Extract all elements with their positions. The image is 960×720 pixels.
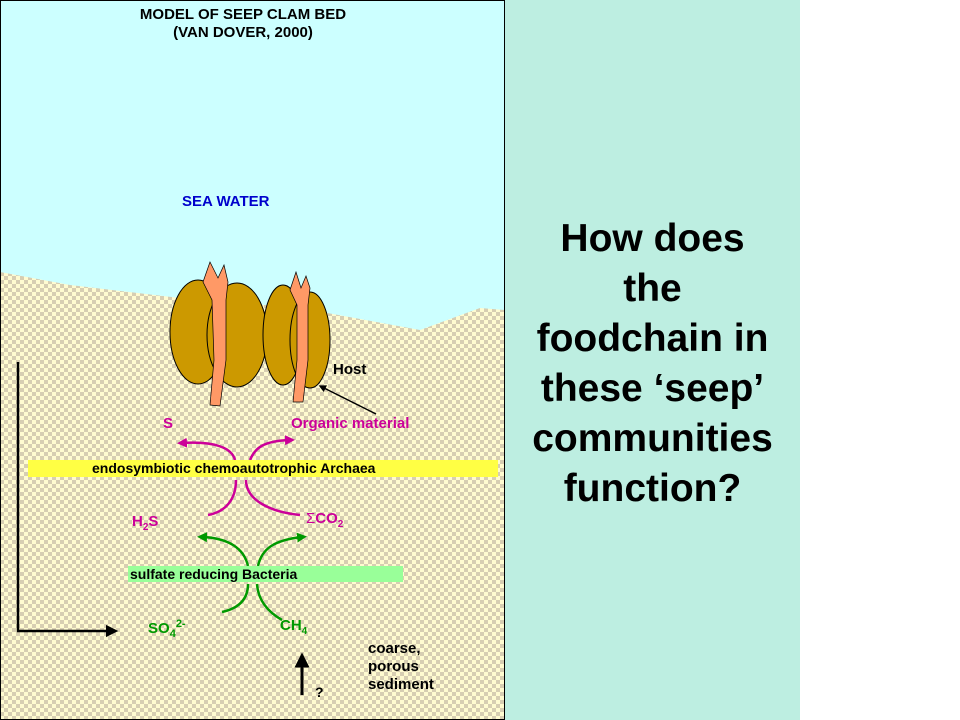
question-panel xyxy=(505,0,800,720)
arrow-to-organic xyxy=(248,435,295,461)
bacteria-band xyxy=(128,566,403,582)
h2s-label: H2S xyxy=(132,513,158,533)
arrow-co2-in xyxy=(244,479,301,517)
arrow-to-h2s xyxy=(197,532,250,567)
question-line: communities xyxy=(532,417,773,460)
sediment-label-line2: porous xyxy=(368,658,419,675)
host-pointer xyxy=(318,385,377,415)
question-line: these ‘seep’ xyxy=(540,367,765,410)
question-mark: ? xyxy=(315,684,324,700)
sediment-label-line1: coarse, xyxy=(368,640,421,657)
arrow-to-s xyxy=(177,437,237,461)
question-text: How does the foodchain in these ‘seep’ c… xyxy=(505,214,800,514)
arrow-to-co2 xyxy=(256,532,307,567)
s-label: S xyxy=(163,415,173,432)
question-line: foodchain in xyxy=(536,317,769,360)
so4-label: SO42- xyxy=(148,618,186,640)
question-line: How does xyxy=(560,217,745,260)
ch4-label: CH4 xyxy=(280,617,308,637)
question-line: function? xyxy=(563,467,742,510)
organic-material-label: Organic material xyxy=(291,415,409,432)
sediment-label-line3: sediment xyxy=(368,676,434,693)
host-label: Host xyxy=(333,361,366,378)
bacteria-label: sulfate reducing Bacteria xyxy=(130,566,297,582)
right-margin xyxy=(800,0,960,720)
sea-water-label: SEA WATER xyxy=(182,193,270,210)
seep-clam-bed-diagram: MODEL OF SEEP CLAM BED (VAN DOVER, 2000)… xyxy=(0,0,505,720)
archaea-label: endosymbiotic chemoautotrophic Archaea xyxy=(92,460,376,476)
arrow-so4-in xyxy=(221,583,250,614)
clam-right xyxy=(262,270,331,403)
diagram-title-line2: (VAN DOVER, 2000) xyxy=(173,24,313,41)
archaea-band xyxy=(28,460,498,477)
diagram-title-line1: MODEL OF SEEP CLAM BED xyxy=(140,6,346,23)
arrow-ch4-in xyxy=(255,583,283,622)
co2-label: ΣCO2 xyxy=(306,510,344,530)
arrow-h2s-in xyxy=(207,479,238,517)
question-line: the xyxy=(623,267,682,310)
